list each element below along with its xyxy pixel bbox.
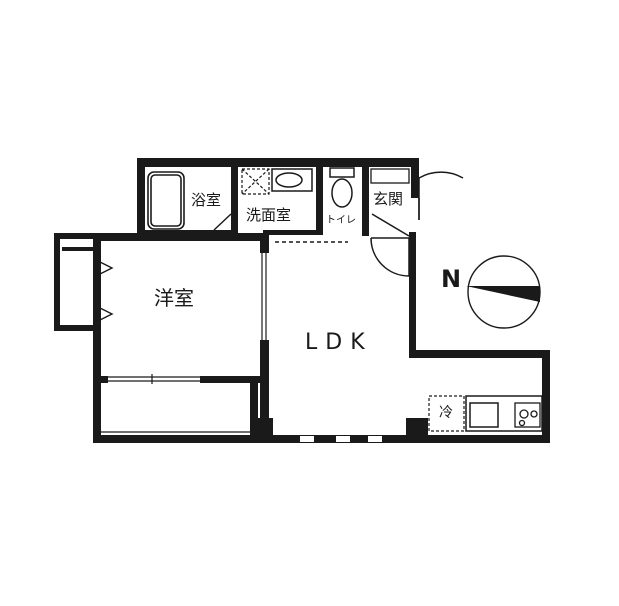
north-label: N bbox=[441, 265, 461, 293]
bathtub bbox=[147, 171, 185, 230]
closet-doors bbox=[99, 252, 114, 322]
kitchen-counter bbox=[465, 395, 543, 432]
refrigerator-space bbox=[428, 395, 465, 432]
room-label-entrance: 玄関 bbox=[373, 190, 403, 208]
room-label-bath: 浴室 bbox=[191, 191, 221, 209]
exterior-walls bbox=[54, 158, 550, 443]
compass: N bbox=[441, 255, 541, 329]
room-label-toilet: トイレ bbox=[326, 215, 356, 226]
room-label-ldk: LDK bbox=[305, 330, 373, 355]
ldk-entry-door bbox=[370, 237, 410, 277]
washing-machine-space bbox=[241, 168, 270, 195]
north-arrow-icon bbox=[466, 286, 540, 302]
fridge-label: 冷 bbox=[439, 405, 453, 421]
wash-basin bbox=[271, 168, 313, 192]
room-label-washroom: 洗面室 bbox=[246, 206, 291, 224]
toilet-fixture bbox=[329, 167, 355, 208]
sliding-door-ldk bbox=[261, 253, 267, 340]
room-label-western: 洋室 bbox=[154, 286, 194, 310]
ldk-window bbox=[300, 436, 382, 442]
stove-icon bbox=[514, 402, 541, 428]
entrance-door bbox=[371, 171, 464, 237]
sliding-door-storage bbox=[108, 374, 200, 384]
interior-walls bbox=[100, 160, 428, 442]
shoe-cabinet bbox=[370, 168, 410, 184]
bath-door bbox=[213, 213, 232, 231]
